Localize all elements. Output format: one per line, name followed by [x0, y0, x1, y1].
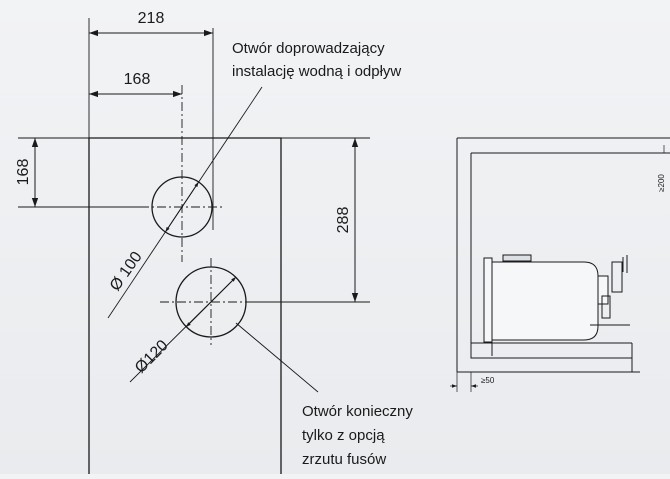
machine-top-cover	[483, 257, 493, 343]
panel-outline	[88, 137, 282, 474]
leader-line-grounds	[235, 322, 319, 393]
machine-body	[487, 261, 599, 341]
side-view	[450, 137, 670, 392]
diameter-arrow-100	[164, 181, 200, 233]
dimension-288: 288	[335, 207, 352, 234]
cabinet-outer	[456, 137, 670, 373]
note-grounds-line-2: tylko z opcją	[302, 427, 385, 444]
dimension-168-vertical: 168	[15, 159, 32, 186]
dimension-168-horizontal: 168	[124, 71, 151, 88]
clearance-side-label: ≥50	[481, 376, 495, 385]
dimension-218: 218	[138, 10, 165, 27]
clearance-top-label: ≥200	[657, 174, 666, 192]
milk-nozzle	[611, 261, 623, 293]
note-water-line-2: instalację wodną i odpływ	[232, 63, 401, 80]
diameter-100-label: Ø 100	[107, 249, 146, 295]
bean-hopper-lid	[502, 254, 532, 262]
coffee-spout	[597, 275, 609, 305]
note-grounds-line-1: Otwór konieczny	[302, 403, 413, 420]
note-grounds-line-3: zrzutu fusów	[302, 451, 386, 468]
diameter-arrow-120	[185, 276, 237, 328]
panel-view	[18, 18, 370, 474]
cabinet-inner	[470, 152, 670, 359]
note-water-line-1: Otwór doprowadzający	[232, 40, 385, 57]
cup-tray	[601, 295, 611, 319]
diameter-120-label: Ø120	[132, 337, 172, 377]
